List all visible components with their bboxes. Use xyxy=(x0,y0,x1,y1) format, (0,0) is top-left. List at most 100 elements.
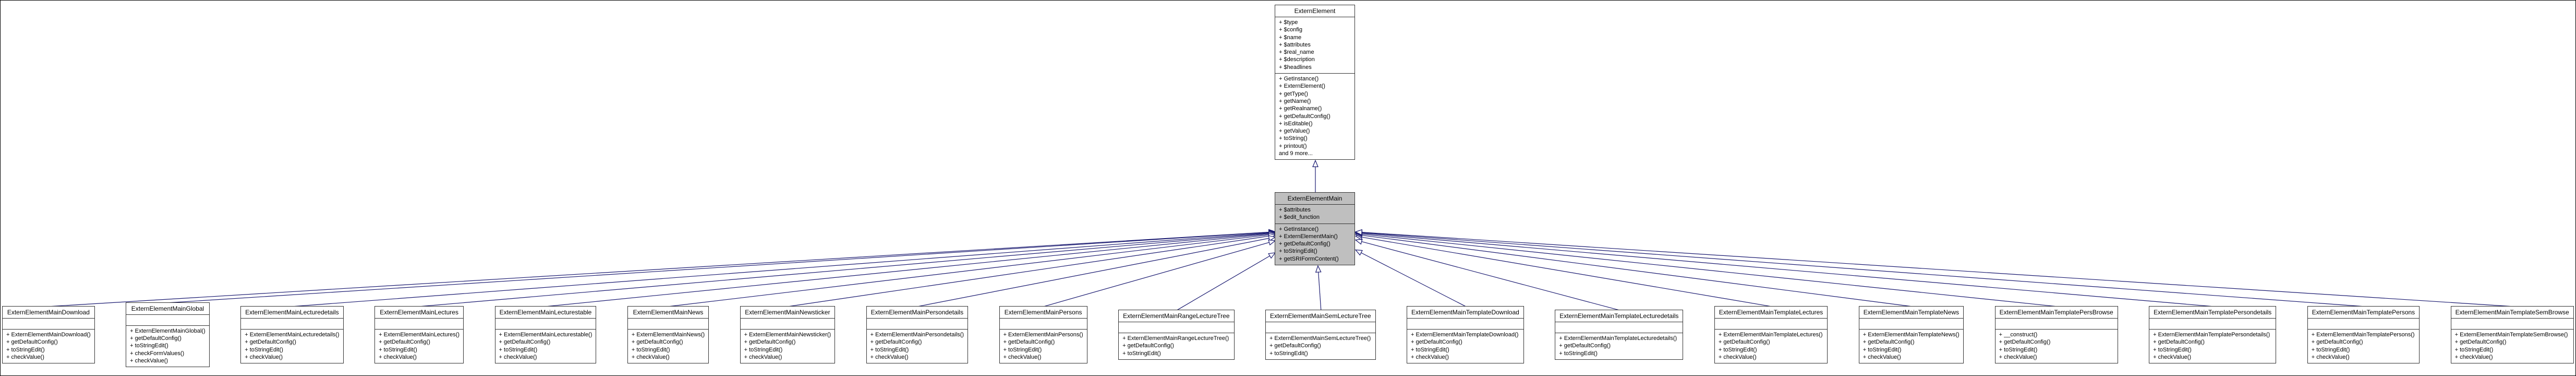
class-node-ExternElementMainGlobal[interactable]: ExternElementMainGlobal + ExternElementM… xyxy=(126,302,210,368)
class-node-ExternElementMainTemplatePersondetails[interactable]: ExternElementMainTemplatePersondetails +… xyxy=(2149,306,2277,364)
method-row: + __construct() xyxy=(1999,331,2038,338)
method-row: + checkValue() xyxy=(744,354,782,360)
class-node-ExternElementMainTemplateDownload[interactable]: ExternElementMainTemplateDownload + Exte… xyxy=(1407,306,1524,364)
derived-classes-row: ExternElementMainDownload + ExternElemen… xyxy=(2,296,2574,374)
class-attributes xyxy=(2451,319,2573,330)
method-row: + ExternElementMainTemplateSemBrowse() xyxy=(2454,331,2568,338)
method-row: + checkValue() xyxy=(379,354,417,360)
method-row: + toStringEdit() xyxy=(631,346,670,353)
class-methods: + ExternElementMainPersondetails()+ getD… xyxy=(867,330,967,363)
method-row: + toStringEdit() xyxy=(6,346,45,353)
class-methods: + ExternElementMainDownload()+ getDefaul… xyxy=(3,330,94,363)
class-name: ExternElementMainTemplatePersons xyxy=(2307,307,2420,319)
method-row: + toStringEdit() xyxy=(1863,346,1902,353)
method-row: + getRealname() xyxy=(1279,105,1322,112)
method-row: + checkValue() xyxy=(870,354,909,360)
class-node-ExternElementMainTemplatePersBrowse[interactable]: ExternElementMainTemplatePersBrowse + __… xyxy=(1994,306,2118,364)
method-row: + getDefaultConfig() xyxy=(2311,339,2363,346)
class-node-ExternElementMainTemplateSemBrowse[interactable]: ExternElementMainTemplateSemBrowse + Ext… xyxy=(2450,306,2574,364)
class-name: ExternElementMainSemLectureTree xyxy=(1265,310,1375,323)
class-attributes xyxy=(1859,319,1964,330)
method-row: + checkValue() xyxy=(499,354,537,360)
method-row: + getDefaultConfig() xyxy=(1279,241,1331,248)
class-node-ExternElementMainLectures[interactable]: ExternElementMainLectures + ExternElemen… xyxy=(374,306,464,364)
class-node-ExternElement[interactable]: ExternElement + $type+ $config+ $name+ $… xyxy=(1275,5,1355,160)
attribute-row: + $headlines xyxy=(1279,64,1312,70)
attribute-row: + $name xyxy=(1279,34,1302,41)
class-attributes xyxy=(1407,319,1523,330)
class-node-ExternElementMainTemplateLecturedetails[interactable]: ExternElementMainTemplateLecturedetails … xyxy=(1555,310,1684,360)
method-row: + ExternElementMainLectures() xyxy=(379,331,460,338)
method-row: + getDefaultConfig() xyxy=(1999,339,2051,346)
class-node-ExternElementMainLecturedetails[interactable]: ExternElementMainLecturedetails + Extern… xyxy=(240,306,344,364)
class-methods: + ExternElementMainLecturestable()+ getD… xyxy=(495,330,596,363)
method-row: + ExternElementMainTemplateLectures() xyxy=(1718,331,1823,338)
class-node-ExternElementMainTemplatePersons[interactable]: ExternElementMainTemplatePersons + Exter… xyxy=(2307,306,2420,364)
class-methods: + ExternElementMainSemLectureTree()+ get… xyxy=(1266,333,1375,359)
class-name: ExternElementMainTemplatePersBrowse xyxy=(1995,307,2118,319)
class-name: ExternElementMainPersons xyxy=(999,307,1087,319)
method-row: + toStringEdit() xyxy=(379,346,417,353)
class-node-ExternElementMainLecturestable[interactable]: ExternElementMainLecturestable + ExternE… xyxy=(494,306,597,364)
method-row: + getDefaultConfig() xyxy=(2153,339,2205,346)
class-methods: + ExternElementMainTemplatePersondetails… xyxy=(2149,330,2276,363)
class-name: ExternElementMainGlobal xyxy=(126,303,209,315)
method-row: + ExternElementMainPersondetails() xyxy=(870,331,964,338)
method-row: + ExternElementMainGlobal() xyxy=(130,327,205,334)
attribute-row: + $attributes xyxy=(1279,41,1311,48)
class-node-ExternElementMain[interactable]: ExternElementMain + $attributes+ $edit_f… xyxy=(1275,192,1355,266)
method-row: + toStringEdit() xyxy=(2454,346,2494,353)
class-node-ExternElementMainNewsticker[interactable]: ExternElementMainNewsticker + ExternElem… xyxy=(740,306,836,364)
method-row: + getDefaultConfig() xyxy=(245,339,296,346)
method-row: + getDefaultConfig() xyxy=(6,339,58,346)
method-row: + checkValue() xyxy=(245,354,283,360)
method-row: + getValue() xyxy=(1279,128,1310,135)
method-row: + getDefaultConfig() xyxy=(130,335,182,342)
method-row: + ExternElementMainLecturedetails() xyxy=(245,331,340,338)
class-attributes xyxy=(1995,319,2118,330)
class-name: ExternElementMain xyxy=(1275,193,1354,205)
class-methods: + ExternElementMainLecturedetails()+ get… xyxy=(241,330,343,363)
class-methods: + GetInstance()+ ExternElement()+ getTyp… xyxy=(1275,74,1354,159)
class-methods: + GetInstance()+ ExternElementMain()+ ge… xyxy=(1275,224,1354,265)
class-attributes xyxy=(1714,319,1828,330)
class-name: ExternElementMainTemplateSemBrowse xyxy=(2451,307,2573,319)
method-row: + toString() xyxy=(1279,135,1308,142)
method-row: + toStringEdit() xyxy=(1411,346,1449,353)
attribute-row: + $attributes xyxy=(1279,207,1311,213)
class-attributes: + $attributes+ $edit_function xyxy=(1275,205,1354,224)
class-attributes xyxy=(375,319,464,330)
class-methods: + ExternElementMainTemplateNews()+ getDe… xyxy=(1859,330,1963,363)
method-row: + getDefaultConfig() xyxy=(1411,339,1462,346)
class-node-ExternElementMainPersons[interactable]: ExternElementMainPersons + ExternElement… xyxy=(999,306,1087,364)
class-node-ExternElementMainSemLectureTree[interactable]: ExternElementMainSemLectureTree + Extern… xyxy=(1265,310,1376,360)
class-node-ExternElementMainRangeLectureTree[interactable]: ExternElementMainRangeLectureTree + Exte… xyxy=(1118,310,1235,360)
class-name: ExternElementMainNewsticker xyxy=(740,307,835,319)
class-methods: + ExternElementMainNews()+ getDefaultCon… xyxy=(628,330,708,363)
class-name: ExternElementMainLectures xyxy=(375,307,464,319)
method-row: + toStringEdit() xyxy=(1559,350,1598,357)
method-row: + checkValue() xyxy=(1003,354,1042,360)
class-node-ExternElementMainTemplateNews[interactable]: ExternElementMainTemplateNews + ExternEl… xyxy=(1858,306,1964,364)
class-attributes xyxy=(2149,319,2276,330)
class-node-ExternElementMainNews[interactable]: ExternElementMainNews + ExternElementMai… xyxy=(627,306,709,364)
method-row: + checkValue() xyxy=(1863,354,1901,360)
method-row: + getDefaultConfig() xyxy=(1122,343,1174,349)
method-row: + ExternElementMainNews() xyxy=(631,331,705,338)
class-node-ExternElementMainDownload[interactable]: ExternElementMainDownload + ExternElemen… xyxy=(2,306,95,364)
method-row: + getDefaultConfig() xyxy=(1269,343,1321,349)
class-node-ExternElementMainPersondetails[interactable]: ExternElementMainPersondetails + ExternE… xyxy=(866,306,969,364)
class-attributes xyxy=(126,315,209,326)
class-methods: + ExternElementMainLectures()+ getDefaul… xyxy=(375,330,463,363)
class-methods: + ExternElementMainTemplateSemBrowse()+ … xyxy=(2451,330,2573,363)
method-row: + getDefaultConfig() xyxy=(2454,339,2507,346)
class-node-ExternElementMainTemplateLectures[interactable]: ExternElementMainTemplateLectures + Exte… xyxy=(1714,306,1828,364)
method-row: + getDefaultConfig() xyxy=(1718,339,1770,346)
method-row: + GetInstance() xyxy=(1279,76,1319,83)
method-row: + ExternElementMainPersons() xyxy=(1003,331,1083,338)
class-attributes xyxy=(2307,319,2420,330)
method-row: + getDefaultConfig() xyxy=(1279,113,1331,120)
method-row: + checkFormValues() xyxy=(130,350,185,357)
method-row: + toStringEdit() xyxy=(870,346,909,353)
